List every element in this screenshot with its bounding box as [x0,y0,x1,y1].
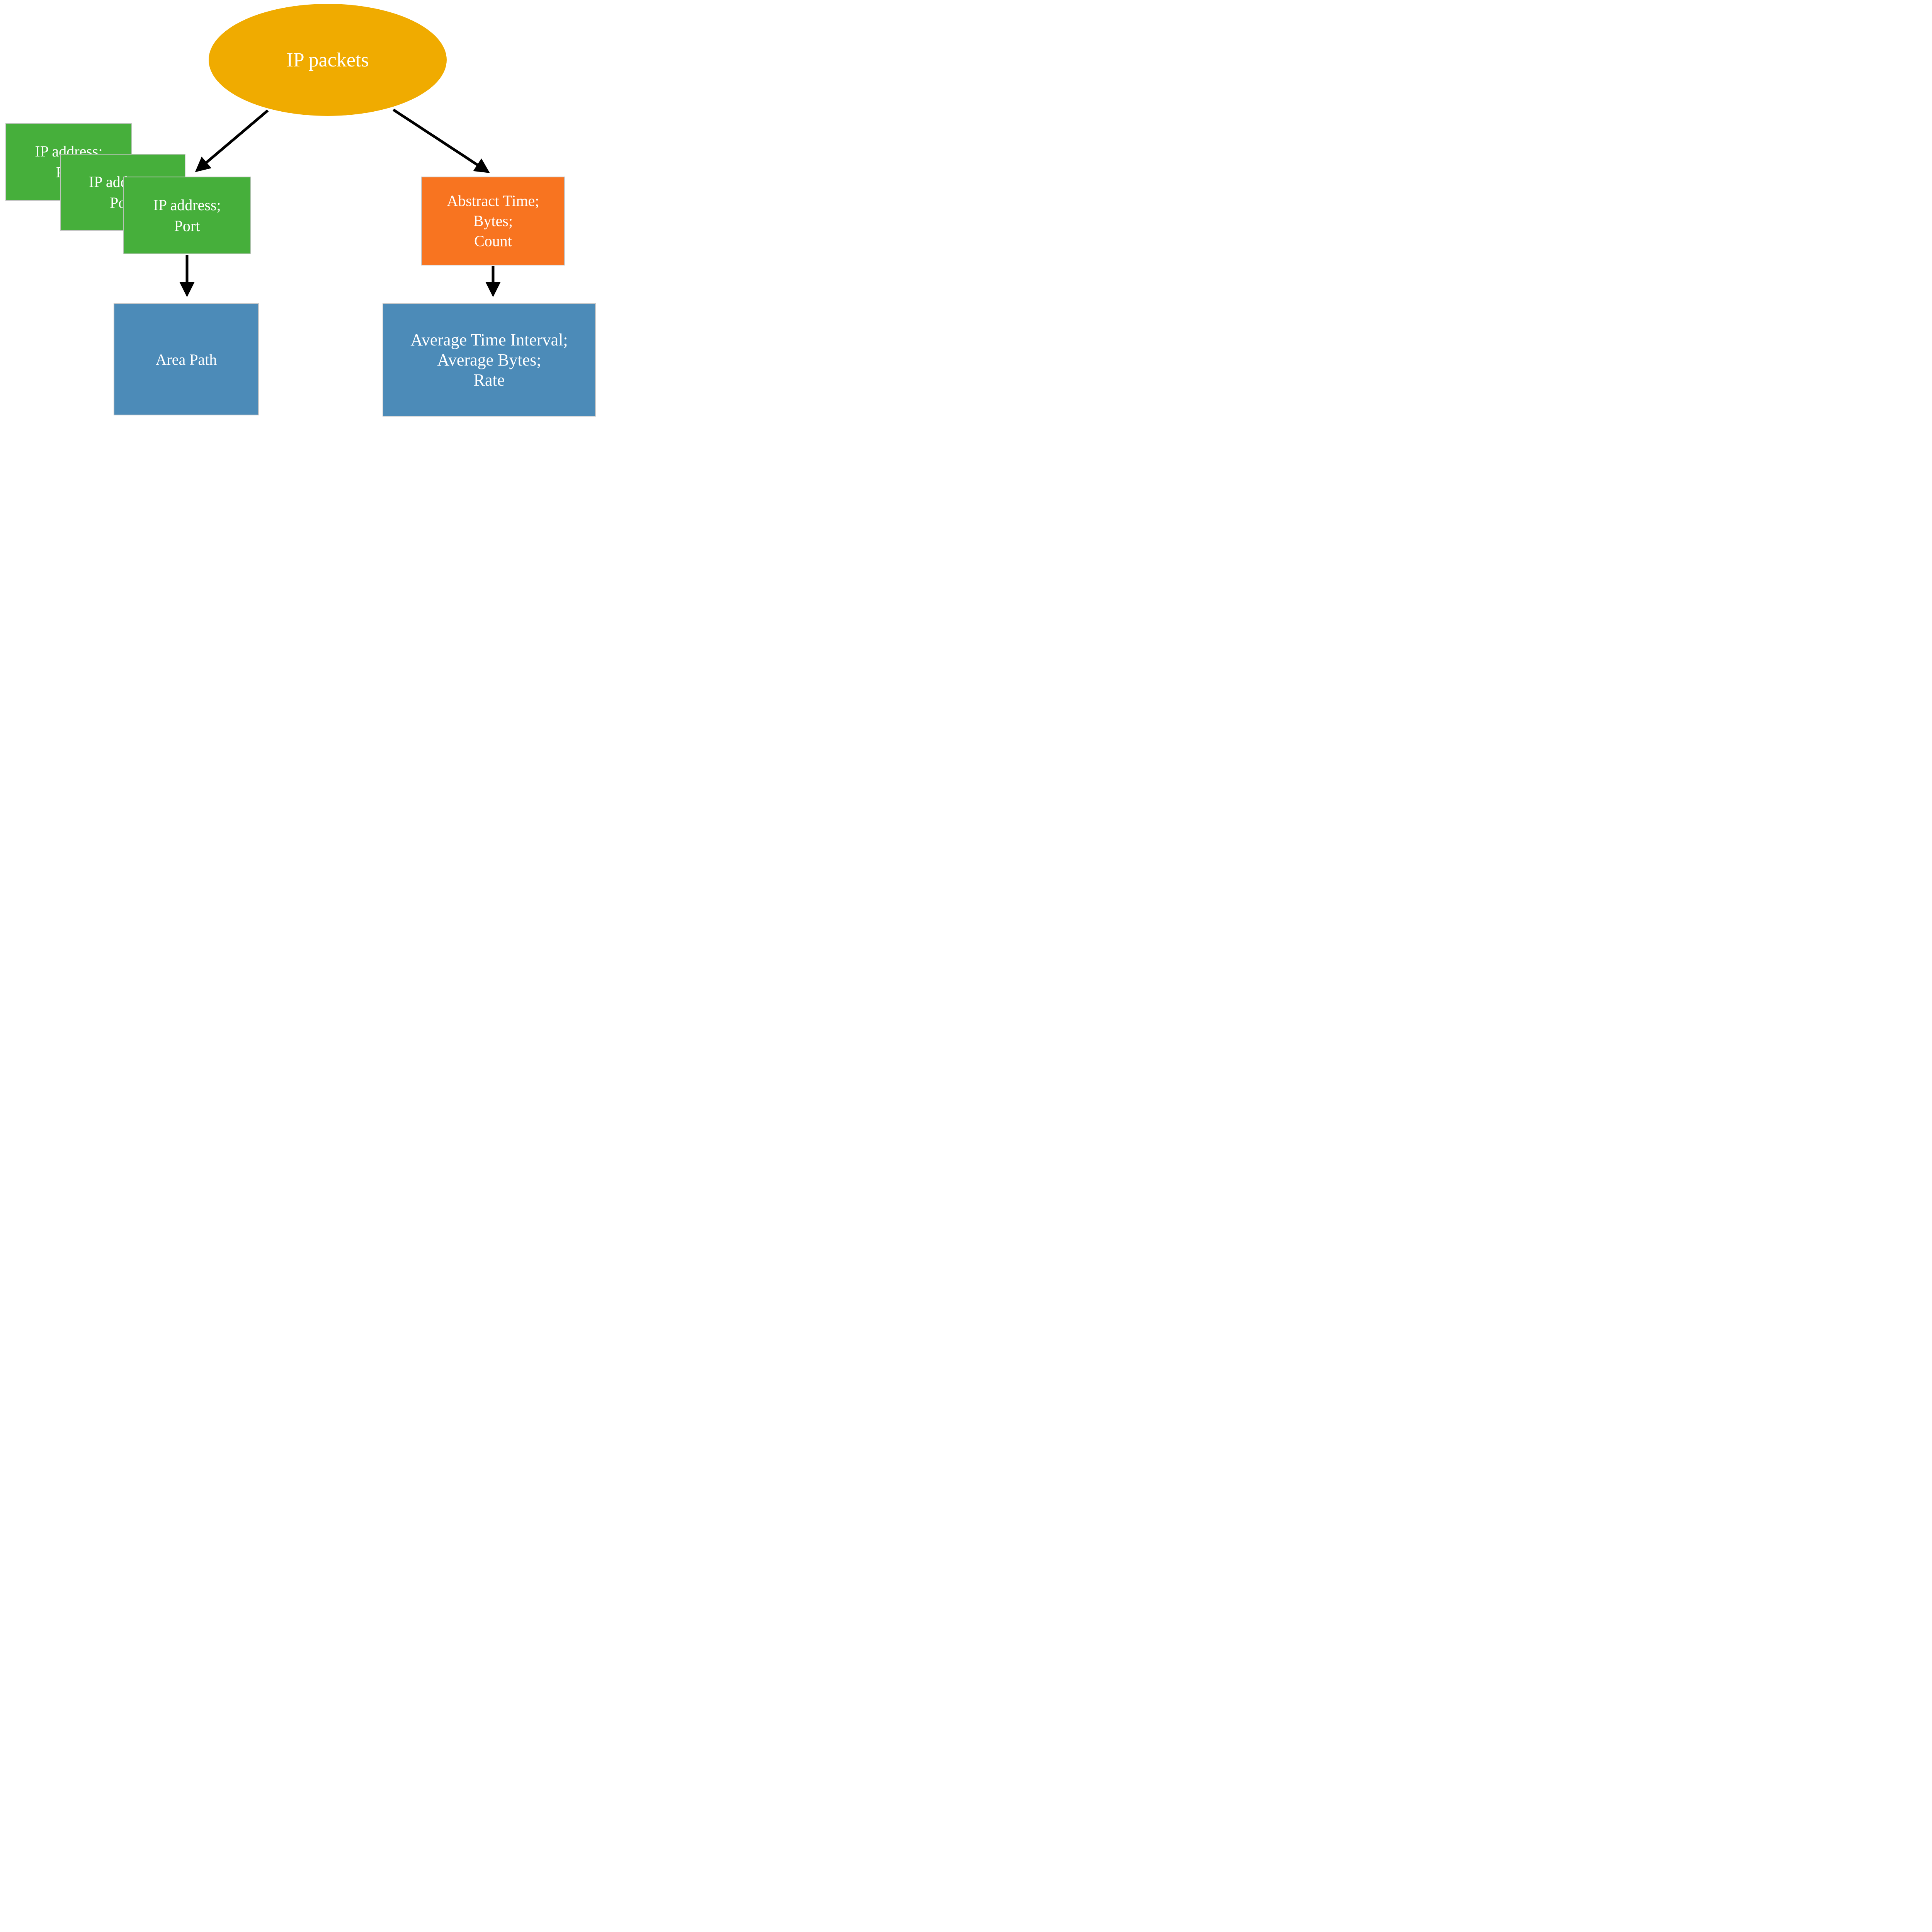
average-metrics-box: Average Time Interval; Average Bytes; Ra… [383,303,596,417]
rate-label: Rate [473,370,505,389]
port-label: Port [174,217,200,235]
bytes-label: Bytes; [473,212,513,230]
abstract-time-label: Abstract Time; [447,192,539,209]
arrow-ellipse-to-green [195,109,269,172]
average-bytes-label: Average Bytes; [437,350,541,369]
area-path-box: Area Path [114,303,259,415]
ip-address-label: IP address; [153,196,221,214]
ip-packets-label: IP packets [286,49,369,71]
abstract-time-bytes-count-box: Abstract Time; Bytes; Count [421,177,565,265]
ip-address-port-box-front: IP address; Port [123,177,251,254]
arrow-ellipse-to-orange [393,109,490,173]
ip-packets-ellipse: IP packets [209,4,447,116]
average-time-interval-label: Average Time Interval; [410,330,568,349]
diagram-canvas: IP packets IP address; Port IP address; … [0,0,597,417]
count-label: Count [474,232,512,250]
area-path-label: Area Path [155,350,217,368]
